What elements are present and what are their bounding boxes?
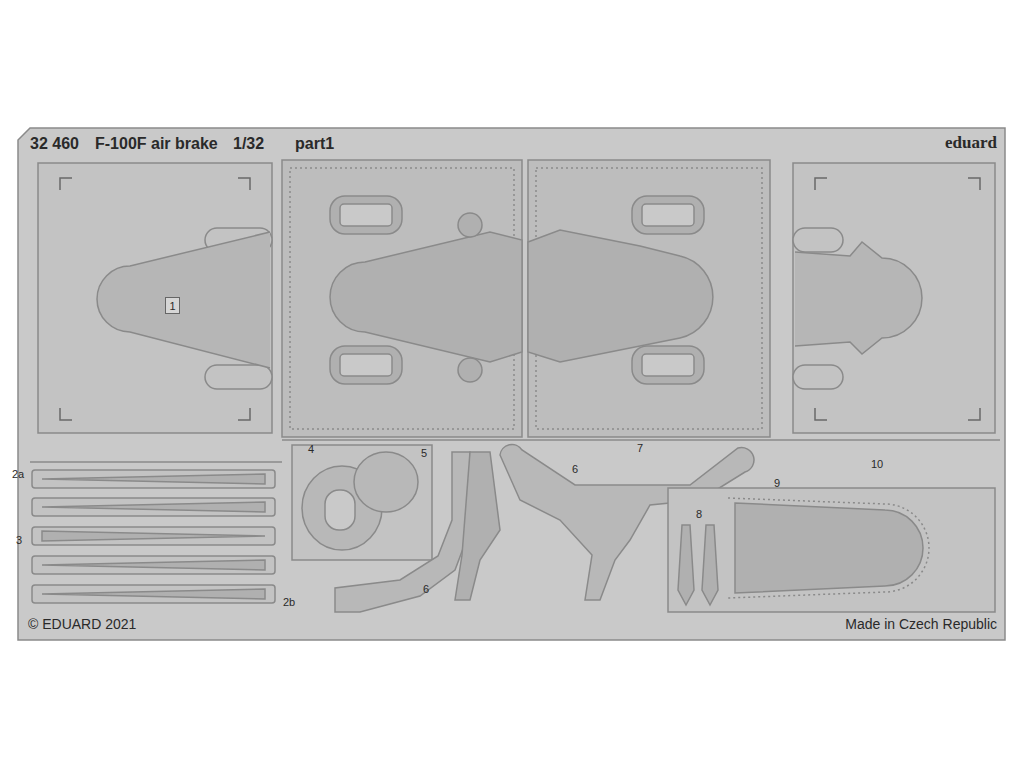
callout-number: 6	[572, 464, 578, 475]
callout-number: 10	[871, 459, 883, 470]
fret-note: Made in Czech Republic	[845, 617, 997, 631]
callout-number: 9	[774, 478, 780, 489]
callout-number: 5	[421, 448, 427, 459]
callout-number: 4	[308, 444, 314, 455]
callout-number: 3	[16, 535, 22, 546]
part-number-box: 1	[165, 297, 180, 314]
callout-number: 2a	[12, 469, 24, 480]
fret-title: eduard	[945, 134, 997, 151]
fret-title: 1/32	[233, 136, 264, 152]
callout-number: 8	[696, 509, 702, 520]
fret-note: © EDUARD 2021	[28, 617, 136, 631]
fret-title: F-100F air brake	[95, 136, 218, 152]
callout-number: 1	[170, 301, 175, 312]
fret-title: part1	[295, 136, 334, 152]
fret-title: 32 460	[30, 136, 79, 152]
callout-number: 6	[423, 584, 429, 595]
callout-number: 7	[637, 443, 643, 454]
callout-number: 2b	[283, 597, 295, 608]
